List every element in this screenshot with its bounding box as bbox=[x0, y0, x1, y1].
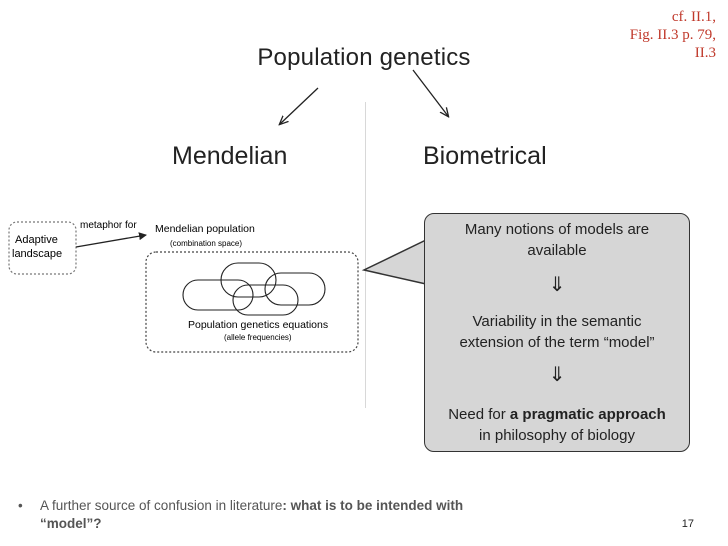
footer-text-bold: : what is to be intended with “model”? bbox=[40, 498, 464, 531]
arrow-to-biometrical bbox=[412, 69, 448, 116]
callout-line-3-bold: a pragmatic approach bbox=[509, 406, 666, 423]
callout-line-2a: Variability in the semantic bbox=[472, 313, 642, 330]
oval-1 bbox=[182, 279, 254, 311]
callout-line-2b: extension of the term “model” bbox=[459, 334, 655, 351]
combination-space-label: (combination space) bbox=[170, 239, 242, 248]
reference-line-1: cf. II.1, bbox=[671, 9, 716, 25]
callout-arrow-2: ⇓ bbox=[548, 364, 566, 386]
callout-line-3a: Need for a pragmatic approach bbox=[425, 404, 689, 425]
adaptive-landscape-label-2: landscape bbox=[12, 248, 62, 260]
callout-arrow-1: ⇓ bbox=[548, 274, 566, 296]
oval-2 bbox=[220, 262, 277, 298]
callout-line-1a: Many notions of models are bbox=[464, 221, 650, 238]
population-genetics-figure: Adaptive landscape metaphor for Mendelia… bbox=[8, 220, 359, 353]
biometrical-heading: Biometrical bbox=[423, 142, 547, 170]
footer-text-normal: A further source of confusion in literat… bbox=[40, 498, 283, 513]
reference-note: cf. II.1, Fig. II.3 p. 79, II.3 bbox=[576, 8, 716, 62]
callout-line-3-prefix: Need for bbox=[448, 406, 510, 423]
adaptive-landscape-box bbox=[8, 221, 77, 275]
callout-box: Many notions of models are available ⇓ V… bbox=[424, 213, 690, 452]
combination-space-box bbox=[145, 251, 359, 353]
metaphor-arrow bbox=[75, 232, 147, 248]
column-divider bbox=[365, 102, 366, 408]
adaptive-landscape-label-1: Adaptive bbox=[15, 234, 58, 246]
footer-bullet-item: • A further source of confusion in liter… bbox=[18, 497, 488, 533]
arrow-to-mendelian bbox=[280, 87, 319, 124]
metaphor-label: metaphor for bbox=[80, 220, 137, 231]
reference-line-3: II.3 bbox=[694, 45, 716, 61]
slide-title: Population genetics bbox=[0, 44, 728, 72]
reference-line-2: Fig. II.3 p. 79, bbox=[629, 27, 716, 43]
footer-text: A further source of confusion in literat… bbox=[40, 497, 488, 533]
callout-line-1b: available bbox=[527, 242, 587, 259]
allele-frequencies-label: (allele frequencies) bbox=[224, 333, 292, 342]
mendelian-heading: Mendelian bbox=[172, 142, 288, 170]
oval-4 bbox=[264, 272, 326, 306]
slide-title-text: Population genetics bbox=[257, 44, 471, 71]
page-number: 17 bbox=[681, 518, 694, 530]
bullet-marker: • bbox=[18, 498, 23, 513]
callout-pointer bbox=[361, 240, 427, 285]
equations-label: Population genetics equations bbox=[188, 319, 328, 331]
callout-line-3b: in philosophy of biology bbox=[479, 427, 635, 444]
mendelian-population-label: Mendelian population bbox=[155, 223, 255, 235]
